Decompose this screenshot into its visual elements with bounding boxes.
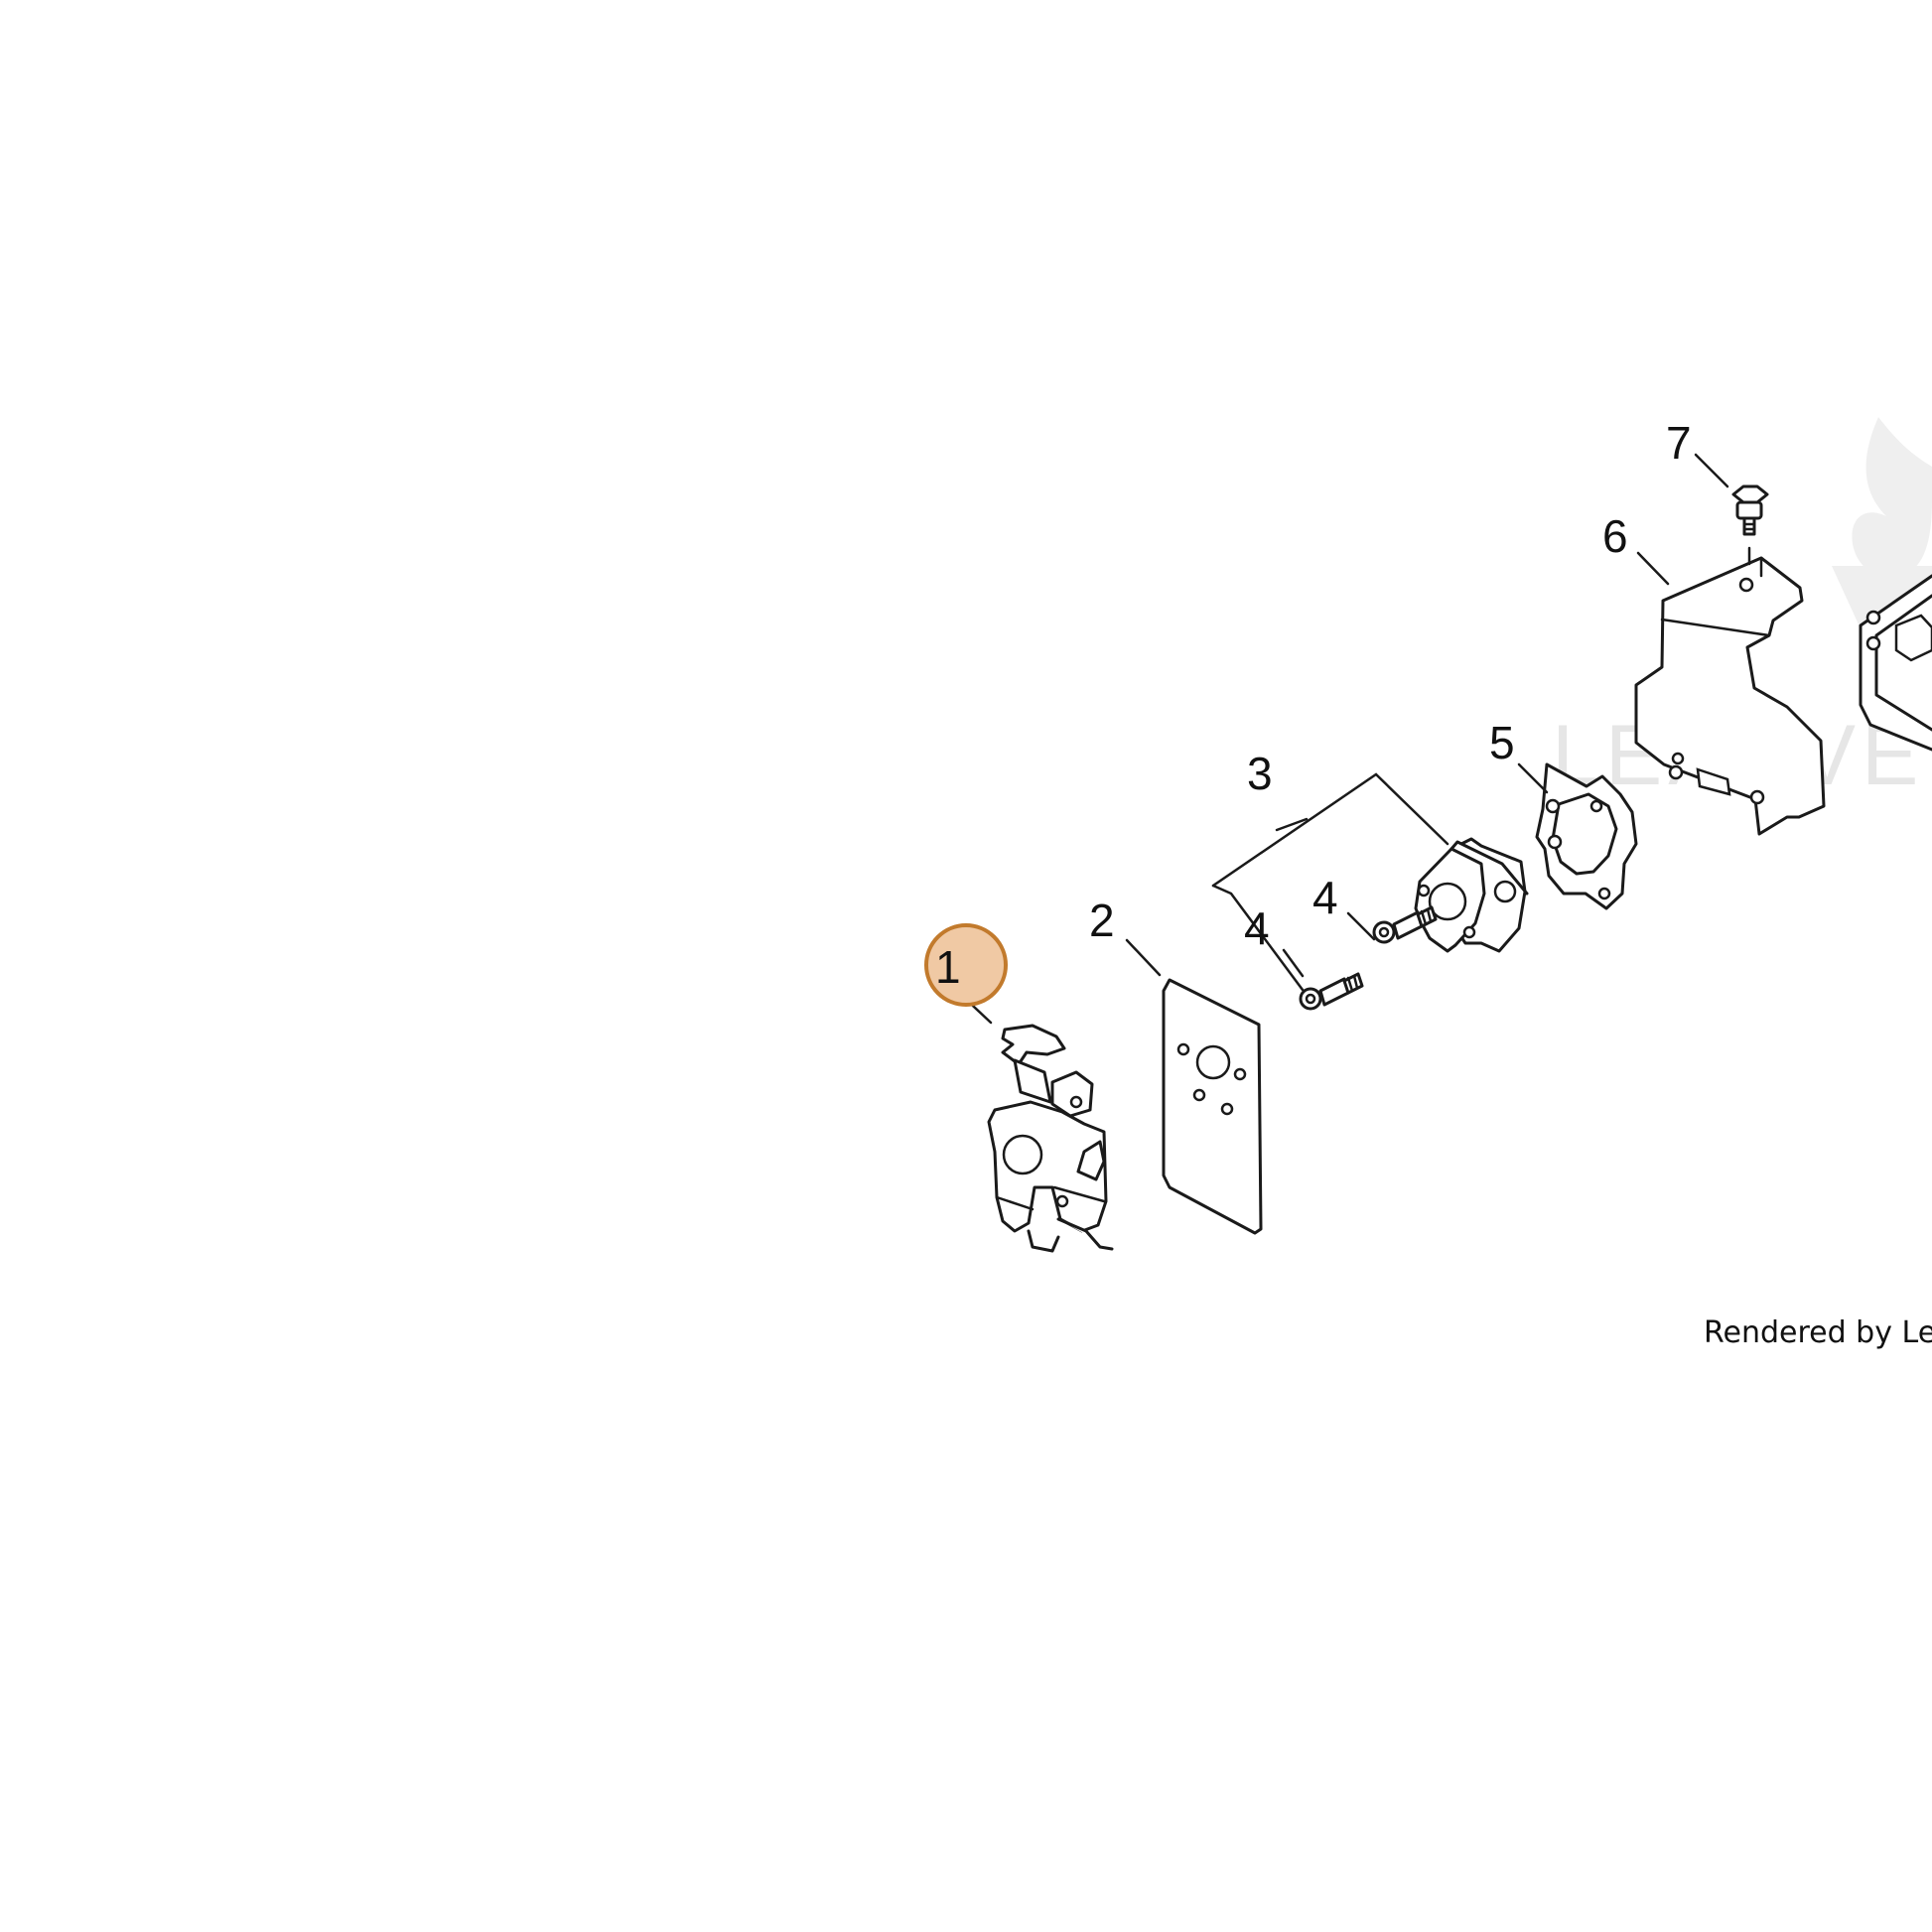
leader-line-7 [1694, 453, 1729, 488]
leader-line-4-upper [1346, 911, 1376, 941]
leader-line-3 [1275, 817, 1309, 832]
leader-line-4-lower [1282, 948, 1305, 978]
callout-3[interactable]: 3 [1247, 748, 1273, 799]
gasket-partial-right [1859, 574, 1932, 752]
leader-line-5 [1517, 762, 1549, 794]
callout-5[interactable]: 5 [1489, 717, 1515, 768]
screw-part-4-upper [1372, 905, 1438, 944]
carburetor-part-1 [987, 1024, 1114, 1253]
leader-line-6 [1636, 551, 1670, 586]
gasket-plate-part-2 [1162, 978, 1263, 1235]
callout-2[interactable]: 2 [1089, 895, 1115, 946]
callout-1-highlight[interactable] [924, 923, 1008, 1007]
callout-7[interactable]: 7 [1666, 417, 1692, 469]
callout-1[interactable]: 1 [935, 941, 961, 993]
bolt-part-7 [1731, 484, 1769, 536]
gasket-part-5 [1535, 762, 1638, 910]
callout-4-lower[interactable]: 4 [1244, 902, 1270, 954]
callout-6[interactable]: 6 [1602, 510, 1628, 562]
callout-4-upper[interactable]: 4 [1312, 872, 1338, 923]
leader-bracket-3-left [1211, 884, 1305, 992]
insulator-part-3 [1414, 837, 1529, 953]
heat-shield-part-6 [1634, 556, 1826, 836]
screw-part-4-lower [1299, 972, 1364, 1011]
render-credit: Rendered by Lead [1704, 1315, 1932, 1350]
leader-line-2 [1125, 938, 1162, 977]
leader-bracket-3-top [1211, 772, 1449, 888]
